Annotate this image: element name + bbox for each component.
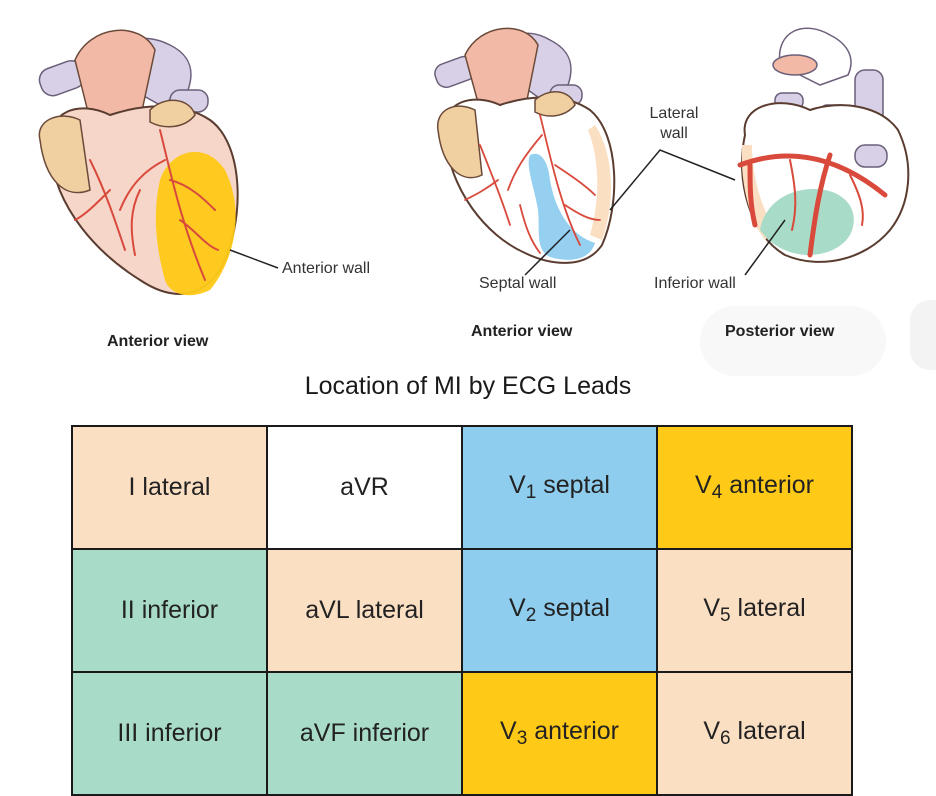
coronary-vessels (464, 114, 601, 254)
lead-region: septal (536, 471, 610, 499)
heart-anterior-view-1 (38, 29, 279, 296)
anterior-wall-region (155, 151, 236, 296)
lead-cell: aVR (266, 425, 463, 550)
callout-lateral-wall: Lateral wall (649, 105, 699, 142)
lead-name: I (128, 473, 136, 501)
lead-subscript: 5 (720, 605, 731, 626)
lead-subscript: 3 (516, 728, 528, 749)
heart-posterior-view (737, 27, 910, 276)
lead-name: aVR (340, 473, 389, 501)
lead-name: III (117, 719, 139, 747)
lead-subscript: 1 (525, 482, 537, 503)
lead-cell: V5 lateral (656, 548, 853, 673)
lead-region: inferior (134, 596, 219, 624)
caption-anterior-view-2: Anterior view (471, 323, 573, 340)
lead-region: lateral (730, 594, 806, 622)
lead-name: V (703, 594, 721, 622)
caption-anterior-view-1: Anterior view (107, 333, 209, 350)
lead-name: V (695, 471, 712, 499)
watermark-blob (700, 306, 886, 376)
heart-anterior-view-2 (434, 27, 616, 276)
table-title: Location of MI by ECG Leads (304, 372, 632, 400)
lead-region: anterior (722, 471, 814, 499)
lead-region: septal (536, 594, 610, 622)
coronary-vessels (737, 152, 888, 258)
atrium-top (74, 29, 156, 121)
septal-wall-region (528, 153, 595, 260)
lead-region: lateral (348, 596, 424, 624)
atrial-appendage (534, 91, 576, 117)
inferior-wall-leader (744, 219, 786, 276)
lead-region: inferior (138, 719, 222, 747)
lead-name: V (703, 717, 721, 745)
lead-region: inferior (345, 719, 430, 747)
anterior-wall-leader (229, 249, 279, 269)
callout-inferior-wall: Inferior wall (654, 275, 736, 292)
aorta-cut (772, 54, 818, 76)
lead-cell: aVL lateral (266, 548, 463, 673)
inferior-wall-region (760, 189, 854, 255)
lead-cell: III inferior (71, 671, 268, 796)
lead-name: V (509, 594, 526, 622)
lead-cell: V6 lateral (656, 671, 853, 796)
atrium-top (464, 27, 539, 111)
lead-name: V (500, 717, 517, 745)
lead-subscript: 4 (711, 482, 723, 503)
lead-name: V (509, 471, 526, 499)
heart-body (443, 96, 616, 264)
lead-cell: aVF inferior (266, 671, 463, 796)
caption-posterior-view: Posterior view (725, 323, 835, 340)
lateral-wall-region (588, 125, 612, 240)
watermark-edge (910, 300, 936, 370)
septal-wall-leader (524, 229, 571, 276)
lead-name: aVL (305, 596, 349, 624)
lead-cell: V2 septal (461, 548, 658, 673)
ivc (854, 144, 888, 168)
lead-cell: V1 septal (461, 425, 658, 550)
lead-name: aVF (299, 719, 346, 747)
lead-region: lateral (730, 717, 806, 745)
lead-name: II (120, 596, 135, 624)
lead-subscript: 2 (525, 605, 537, 626)
right-atrium (437, 105, 483, 179)
lead-cell: V4 anterior (656, 425, 853, 550)
lead-subscript: 6 (720, 728, 731, 749)
lead-cell: I lateral (71, 425, 268, 550)
lead-cell: V3 anterior (461, 671, 658, 796)
lead-region: lateral (135, 473, 211, 501)
coronary-vessels (74, 129, 219, 281)
lead-cell: II inferior (71, 548, 268, 673)
lateral-wall-leaders (609, 149, 736, 211)
callout-anterior-wall: Anterior wall (282, 260, 371, 277)
atrial-appendage (149, 99, 196, 128)
lead-region: anterior (527, 717, 619, 745)
callout-septal-wall: Septal wall (479, 275, 557, 292)
right-atrium (38, 115, 91, 194)
